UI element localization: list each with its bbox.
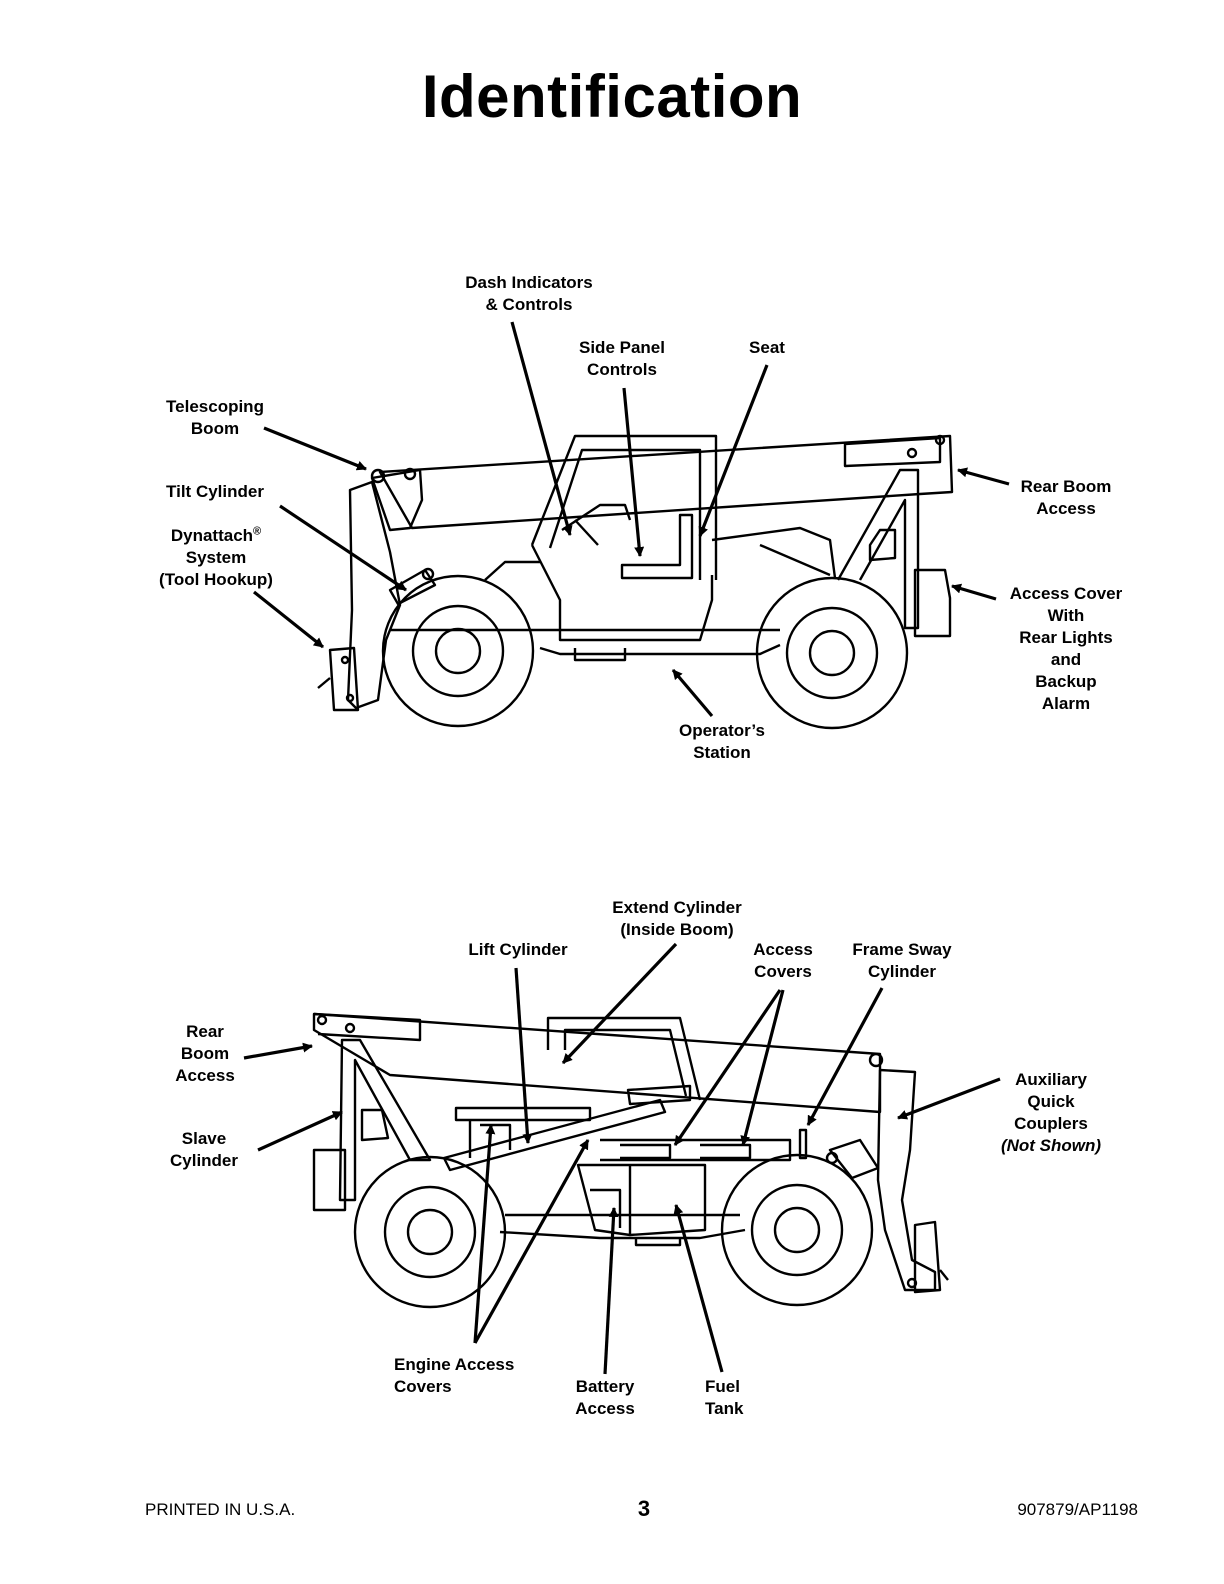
arrow-engine-access-1 (473, 1124, 496, 1344)
label-fuel-tank: Fuel Tank (705, 1377, 744, 1418)
arrow-telescoping-boom (263, 426, 367, 471)
label-slave-cylinder: Slave Cylinder (169, 1129, 239, 1170)
label-frame-sway-cylinder: Frame Sway Cylinder (852, 940, 952, 981)
label-rear-boom-access-top: Rear Boom Access (1020, 477, 1112, 518)
arrow-dynattach (253, 590, 324, 649)
arrow-access-covers-1 (673, 989, 782, 1146)
label-seat: Seat (749, 338, 785, 357)
label-side-panel-controls: Side Panel Controls (579, 338, 665, 379)
bottom-front-wheel (720, 1153, 874, 1307)
footer-doc-number: 907879/AP1198 (1017, 1500, 1138, 1519)
arrow-access-covers-2 (740, 989, 785, 1146)
leader-arrows (243, 321, 1010, 1375)
label-telescoping-boom: Telescoping Boom (166, 397, 264, 438)
label-operators-station: Operator’s Station (679, 721, 765, 762)
label-lift-cylinder: Lift Cylinder (468, 940, 568, 959)
label-engine-access-covers: Engine Access Covers (394, 1355, 515, 1396)
arrow-tilt-cylinder (279, 504, 407, 592)
top-rear-wheel (755, 576, 909, 730)
label-dynattach-system: Dynattach® System (Tool Hookup) (159, 525, 273, 589)
arrow-slave-cylinder (257, 1110, 343, 1152)
label-auxiliary-quick-couplers: Auxiliary Quick Couplers (Not Shown) (1000, 1070, 1102, 1155)
label-dash-indicators: Dash Indicators & Controls (465, 273, 593, 314)
arrow-side-panel (622, 387, 645, 557)
page-title: Identification (421, 63, 803, 130)
bottom-boom (312, 1012, 882, 1114)
arrow-rear-boom-access-top (957, 467, 1010, 486)
footer-printed: PRINTED IN U.S.A. (145, 1500, 296, 1519)
label-extend-cylinder: Extend Cylinder (Inside Boom) (612, 898, 742, 939)
bottom-machine-drawing (312, 1012, 949, 1309)
arrow-engine-access-2 (473, 1139, 590, 1344)
top-machine-drawing (317, 434, 954, 730)
label-access-covers: Access Covers (753, 940, 813, 981)
page-number: 3 (637, 1496, 651, 1521)
label-rear-boom-access-bottom: Rear Boom Access (175, 1022, 235, 1085)
arrow-seat (698, 364, 769, 537)
label-battery-access: Battery Access (575, 1377, 635, 1418)
label-access-cover: Access Cover With Rear Lights and Backup… (1009, 584, 1123, 713)
label-tilt-cylinder: Tilt Cylinder (166, 482, 264, 501)
arrow-operators-station (671, 668, 714, 718)
arrow-rear-boom-access-bottom (243, 1042, 313, 1060)
arrow-battery-access (603, 1207, 619, 1375)
arrow-access-cover (951, 583, 997, 601)
arrow-auxiliary (897, 1077, 1001, 1120)
arrow-extend-cylinder (561, 942, 678, 1065)
bottom-rear-wheel (353, 1155, 507, 1309)
arrow-dash-indicators (510, 321, 573, 536)
top-boom (378, 434, 954, 530)
top-front-wheel (381, 574, 535, 728)
arrow-fuel-tank (673, 1204, 724, 1373)
arrow-frame-sway (806, 987, 884, 1126)
arrow-lift-cylinder (514, 967, 533, 1144)
